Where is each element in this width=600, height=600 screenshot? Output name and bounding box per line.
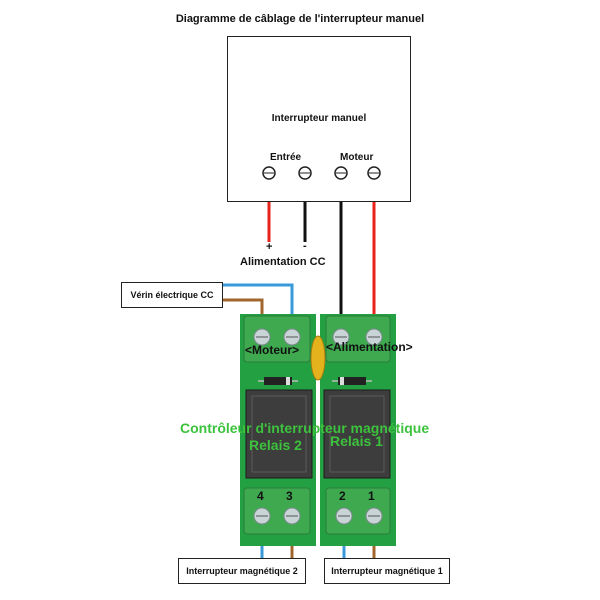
- magnetic-switch-1-label: Interrupteur magnétique 1: [331, 566, 443, 576]
- terminal-number-2: 2: [339, 489, 346, 503]
- screw-3-icon: [283, 507, 301, 525]
- input-label: Entrée: [270, 152, 302, 163]
- motor-terminal-label: <Moteur>: [245, 343, 300, 357]
- terminal-number-3: 3: [286, 489, 293, 503]
- actuator-box: Vérin électrique CC: [121, 282, 223, 308]
- terminal-motor-a-icon: [334, 166, 348, 180]
- relay-1: [323, 389, 391, 479]
- power-terminal-label: <Alimentation>: [326, 340, 413, 354]
- screw-motor-right-icon: [283, 328, 301, 346]
- power-plus-sign: +: [266, 241, 273, 253]
- diode-left-icon: [258, 377, 298, 385]
- terminal-motor-b-icon: [367, 166, 381, 180]
- actuator-label: Vérin électrique CC: [130, 290, 214, 300]
- screw-2-icon: [335, 507, 353, 525]
- relay1-label: Relais 1: [330, 433, 383, 449]
- controller-label: Contrôleur d'interrupteur magnétique: [180, 420, 430, 436]
- screw-power-right-icon: [365, 328, 383, 346]
- screw-1-icon: [365, 507, 383, 525]
- screw-motor-left-icon: [253, 328, 271, 346]
- manual-switch-label: Interrupteur manuel: [271, 113, 367, 124]
- relay-2: [245, 389, 313, 479]
- terminal-block-switch2: [243, 487, 311, 535]
- terminal-input-plus-icon: [262, 166, 276, 180]
- capacitor-icon: [310, 335, 326, 381]
- screw-4-icon: [253, 507, 271, 525]
- terminal-number-1: 1: [368, 489, 375, 503]
- magnetic-switch-2-box: Interrupteur magnétique 2: [178, 558, 306, 584]
- screw-power-left-icon: [332, 328, 350, 346]
- terminal-number-4: 4: [257, 489, 264, 503]
- terminal-input-minus-icon: [298, 166, 312, 180]
- terminal-block-power: [325, 315, 391, 363]
- diode-right-icon: [332, 377, 372, 385]
- magnetic-switch-1-box: Interrupteur magnétique 1: [324, 558, 450, 584]
- magnetic-switch-2-label: Interrupteur magnétique 2: [186, 566, 298, 576]
- motor-label: Moteur: [340, 152, 374, 163]
- power-minus-sign: -: [303, 240, 307, 252]
- relay2-label: Relais 2: [249, 437, 302, 453]
- diagram-title: Diagramme de câblage de l'interrupteur m…: [175, 13, 425, 25]
- power-label: Alimentation CC: [240, 256, 326, 268]
- terminal-block-motor: [243, 315, 311, 363]
